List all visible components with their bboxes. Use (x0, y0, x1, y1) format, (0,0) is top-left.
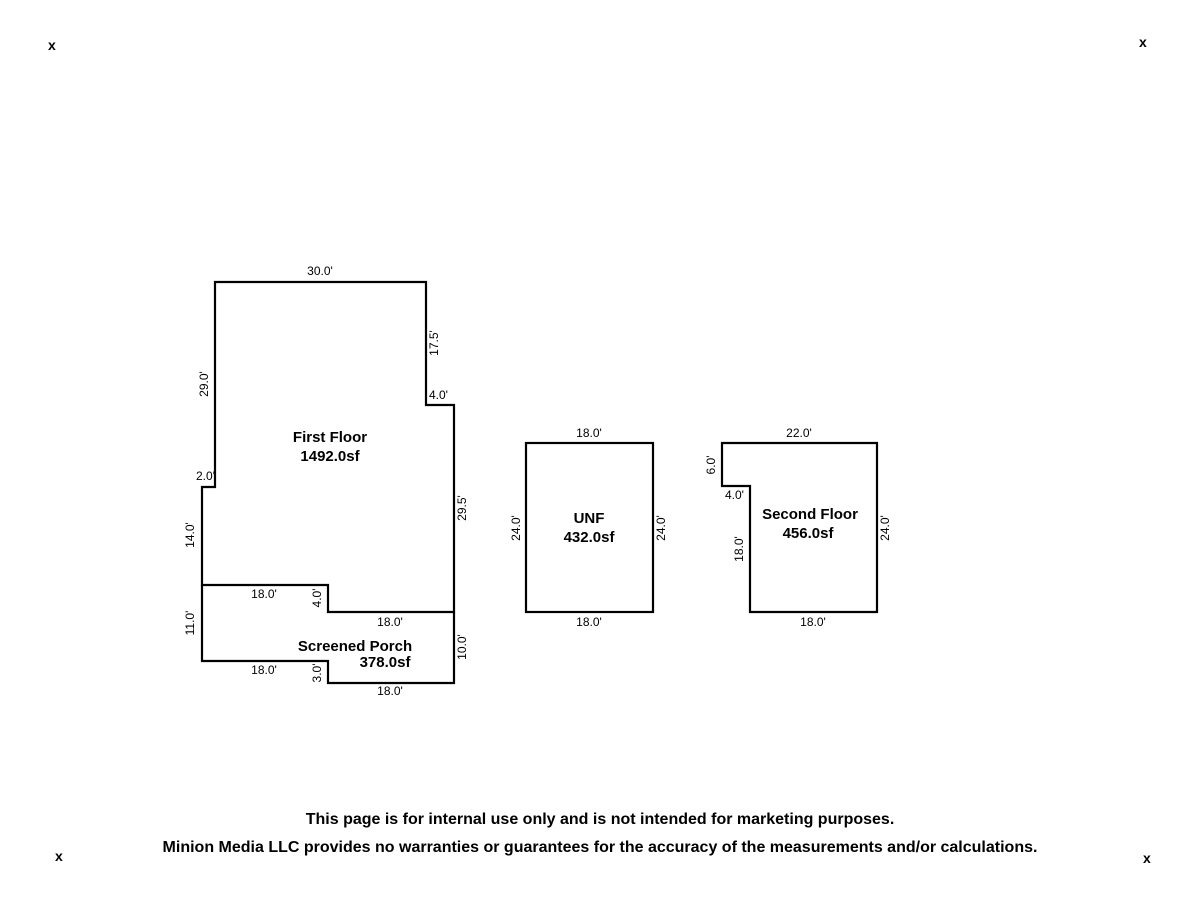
corner-mark: x (1139, 34, 1147, 50)
first-floor: 30.0' 17.5' 4.0' 29.5' 29.0' 2.0' 14.0' … (183, 264, 469, 629)
dim-label: 24.0' (654, 515, 668, 541)
room-area: 378.0sf (360, 654, 412, 671)
corner-mark: x (1143, 850, 1151, 866)
room-name: Second Floor (762, 506, 858, 523)
screened-porch-outline (200, 585, 456, 685)
dim-label: 4.0' (725, 488, 744, 502)
room-name: Screened Porch (298, 638, 412, 655)
room-name: UNF (574, 510, 605, 527)
dim-label: 29.0' (197, 371, 211, 397)
room-area: 432.0sf (564, 529, 616, 546)
dim-label: 3.0' (310, 664, 324, 683)
dim-label: 18.0' (251, 663, 277, 677)
dim-label: 4.0' (310, 589, 324, 608)
room-name: First Floor (293, 429, 367, 446)
dim-label: 22.0' (786, 426, 812, 440)
dim-label: 18.0' (576, 426, 602, 440)
dim-label: 29.5' (455, 495, 469, 521)
dim-label: 6.0' (704, 456, 718, 475)
dim-label: 24.0' (878, 515, 892, 541)
dim-label: 18.0' (251, 587, 277, 601)
dim-label: 18.0' (732, 536, 746, 562)
corner-mark: x (48, 37, 56, 53)
second-floor-outline (720, 441, 879, 614)
disclaimer-internal-use: This page is for internal use only and i… (305, 811, 895, 828)
room-area: 456.0sf (783, 525, 835, 542)
dim-label: 18.0' (800, 615, 826, 629)
dim-label: 4.0' (429, 388, 448, 402)
dim-label: 2.0' (196, 469, 215, 483)
dim-label: 30.0' (307, 264, 333, 278)
corner-mark: x (55, 848, 63, 864)
room-area: 1492.0sf (300, 448, 360, 465)
disclaimer-warranty: Minion Media LLC provides no warranties … (162, 839, 1038, 856)
dim-label: 18.0' (377, 684, 403, 698)
dim-label: 17.5' (427, 330, 441, 356)
unf-outline (524, 441, 655, 614)
dim-label: 24.0' (509, 515, 523, 541)
first-floor-outline (200, 280, 456, 614)
screened-porch: 11.0' 18.0' 3.0' 18.0' 10.0' Screened Po… (183, 585, 469, 698)
second-floor: 22.0' 6.0' 4.0' 18.0' 18.0' 24.0' Second… (704, 426, 892, 629)
dim-label: 18.0' (576, 615, 602, 629)
dim-label: 10.0' (455, 634, 469, 660)
unf: 18.0' 18.0' 24.0' 24.0' UNF 432.0sf (509, 426, 668, 629)
dim-label: 11.0' (183, 611, 197, 636)
dim-label: 18.0' (377, 615, 403, 629)
dim-label: 14.0' (183, 522, 197, 548)
